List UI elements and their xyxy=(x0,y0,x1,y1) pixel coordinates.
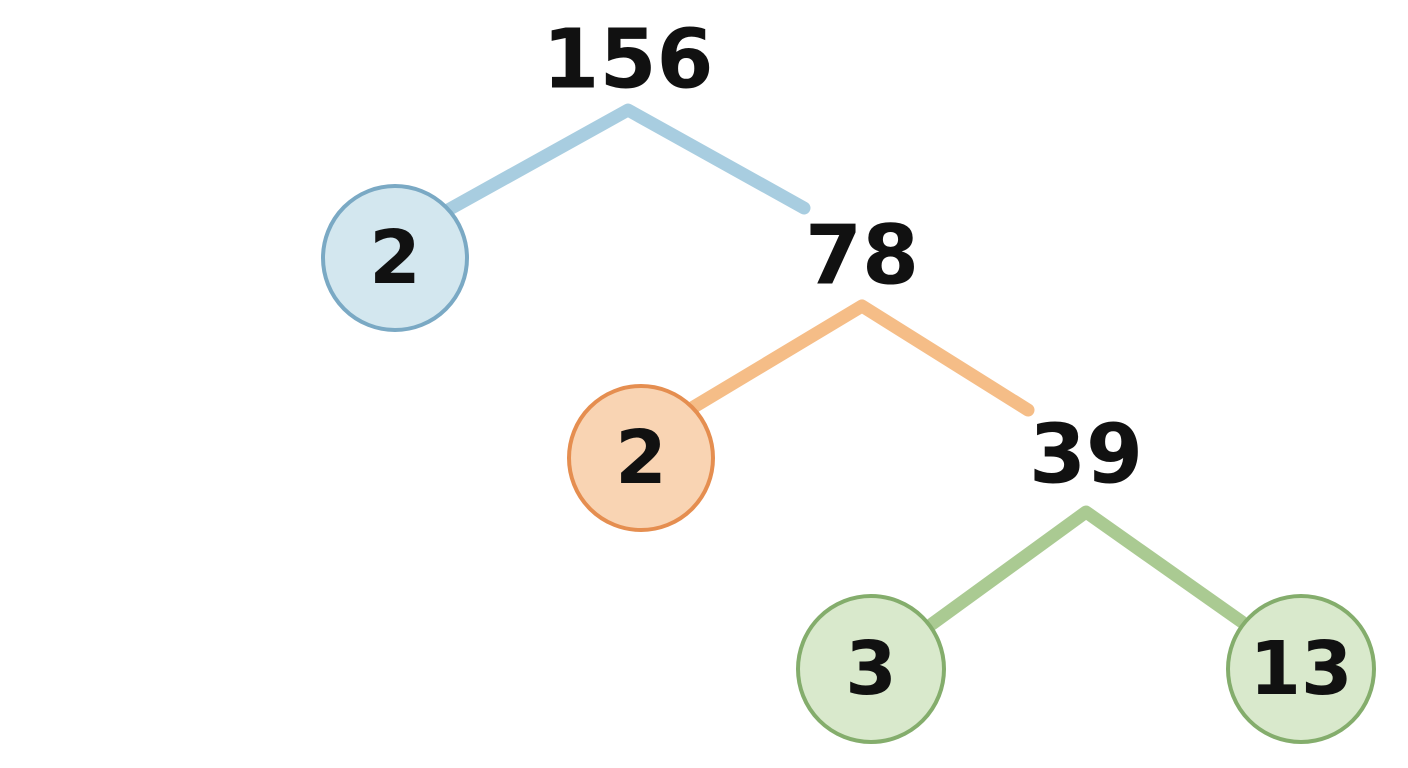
prime-circle-level1 xyxy=(321,184,469,332)
prime-node-level1: 2 xyxy=(321,184,469,332)
root-number: 156 xyxy=(542,13,713,108)
branch-line-78 xyxy=(685,299,1035,417)
prime-node-level2: 2 xyxy=(567,384,715,532)
prime-number-level3-left: 3 xyxy=(845,626,897,712)
prime-node-level3-right: 13 xyxy=(1226,594,1376,744)
prime-circle-level3-left xyxy=(796,594,946,744)
prime-number-level1: 2 xyxy=(369,215,421,301)
composite-number-level2: 39 xyxy=(1029,408,1143,503)
branch-156 xyxy=(441,103,811,217)
branch-39 xyxy=(925,505,1249,631)
prime-circle-level2 xyxy=(567,384,715,532)
prime-number-level3-right: 13 xyxy=(1250,626,1353,712)
prime-circle-level3-right xyxy=(1226,594,1376,744)
composite-number-level1: 78 xyxy=(805,209,919,304)
prime-node-level3-left: 3 xyxy=(796,594,946,744)
branch-78 xyxy=(685,299,1035,417)
branch-line-156 xyxy=(441,103,811,217)
prime-number-level2: 2 xyxy=(615,415,667,501)
branch-line-39 xyxy=(925,505,1249,631)
